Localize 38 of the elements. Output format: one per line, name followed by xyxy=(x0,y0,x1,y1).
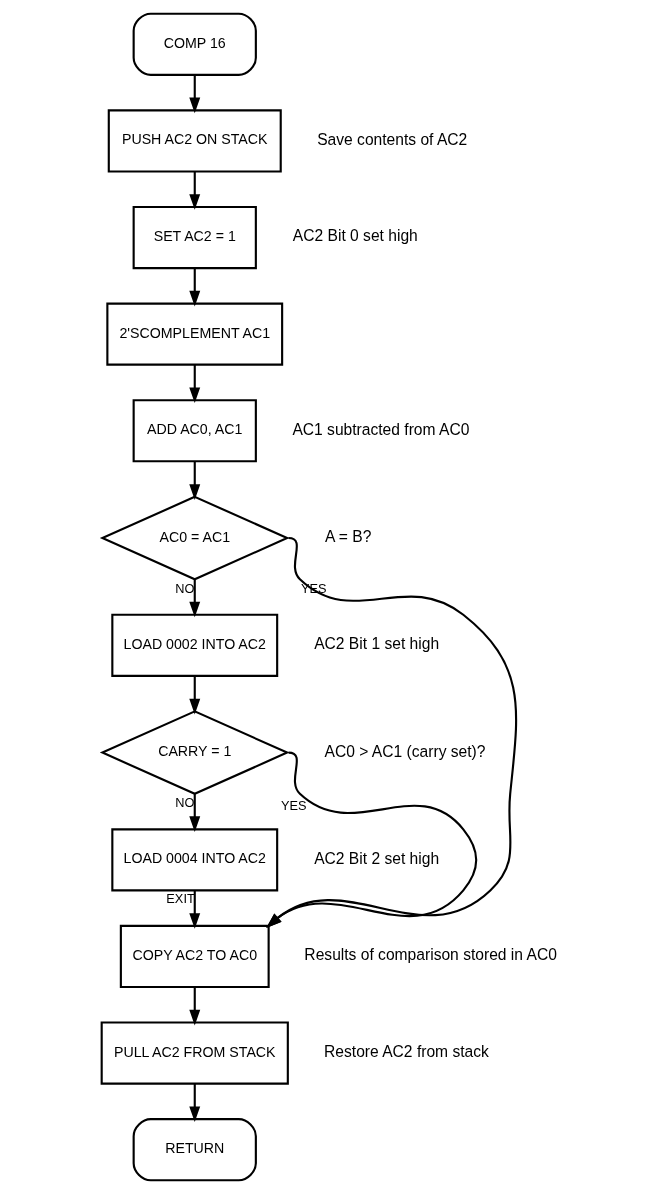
node-box: COPY AC2 TO AC0 xyxy=(119,924,270,989)
arrow xyxy=(189,890,201,929)
edge-label: EXIT xyxy=(166,891,195,907)
edge-label: YES xyxy=(280,798,307,814)
node-box: LOAD 0004 INTO AC2 xyxy=(111,828,279,892)
node-box: 2'SCOMPLEMENT AC1 xyxy=(106,302,284,366)
arrow xyxy=(266,537,518,929)
arrow xyxy=(189,1083,201,1123)
node-label: Restore AC2 from stack xyxy=(324,1043,489,1061)
node-box: PUSH AC2 ON STACK xyxy=(107,109,282,173)
node-label: AC2 Bit 2 set high xyxy=(314,849,440,867)
arrow xyxy=(189,461,201,500)
node-box: PULL AC2 FROM STACK xyxy=(100,1021,289,1085)
node-box: RETURN xyxy=(132,1118,257,1182)
node-label: A = B? xyxy=(324,528,372,546)
arrow xyxy=(189,364,201,404)
edge-label: NO xyxy=(175,795,195,811)
arrow xyxy=(266,751,478,929)
node-label: AC2 Bit 1 set high xyxy=(314,635,440,653)
node-box: LOAD 0002 INTO AC2 xyxy=(111,613,279,677)
node-label: AC2 Bit 0 set high xyxy=(292,227,418,245)
node-label: AC1 subtracted from AC0 xyxy=(292,420,470,438)
arrow xyxy=(189,171,201,210)
arrow xyxy=(189,579,201,618)
node-box: ADD AC0, AC1 xyxy=(132,399,257,463)
node-box: COMP 16 xyxy=(132,12,257,76)
node-diamond: AC0 = AC1 xyxy=(99,495,290,581)
node-label: Results of comparison stored in AC0 xyxy=(304,946,557,964)
arrow xyxy=(189,676,201,715)
arrow xyxy=(189,794,201,832)
arrow xyxy=(189,987,201,1026)
node-label: AC0 > AC1 (carry set)? xyxy=(324,742,486,760)
node-box: SET AC2 = 1 xyxy=(132,205,257,270)
node-diamond: CARRY = 1 xyxy=(99,710,290,795)
arrow xyxy=(189,74,201,114)
node-label: Save contents of AC2 xyxy=(317,130,468,148)
arrow xyxy=(189,268,201,307)
edge-label: NO xyxy=(175,580,195,596)
